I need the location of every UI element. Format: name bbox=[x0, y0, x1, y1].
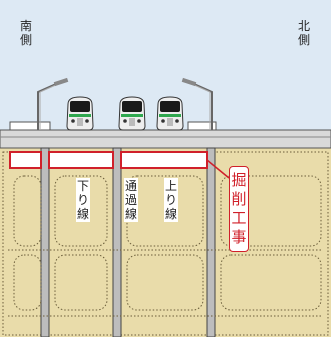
label-char: り bbox=[76, 193, 89, 207]
passing-line-label: 通 過 線 bbox=[124, 178, 138, 222]
pillar bbox=[206, 147, 216, 338]
callout-char: 事 bbox=[231, 228, 247, 246]
north-label-char: 側 bbox=[298, 33, 311, 47]
label-char: 通 bbox=[124, 179, 137, 193]
platform-lamp-icon bbox=[181, 77, 213, 130]
north-side-label: 北 側 bbox=[298, 19, 310, 47]
callout-char: 削 bbox=[231, 190, 247, 208]
label-char: り bbox=[164, 193, 177, 207]
callout-char: 掘 bbox=[231, 171, 247, 189]
platform-lamp-icon bbox=[37, 77, 69, 130]
train-icon bbox=[118, 96, 146, 131]
ground-slab bbox=[0, 129, 331, 149]
platform-left bbox=[9, 121, 51, 131]
south-side-label: 南 側 bbox=[20, 19, 32, 47]
excavation-zone bbox=[48, 151, 114, 169]
excavation-work-callout: 掘 削 工 事 bbox=[229, 166, 249, 252]
south-label-char: 南 bbox=[20, 19, 33, 33]
label-char: 下 bbox=[76, 179, 89, 193]
excavation-zone bbox=[9, 151, 42, 169]
down-line-label: 下 り 線 bbox=[76, 178, 90, 222]
up-line-label: 上 り 線 bbox=[164, 178, 178, 222]
callout-leader bbox=[206, 159, 230, 179]
pillar bbox=[40, 147, 50, 338]
north-label-char: 北 bbox=[298, 19, 311, 33]
pillar bbox=[112, 147, 122, 338]
callout-char: 工 bbox=[231, 209, 247, 227]
label-char: 上 bbox=[164, 179, 177, 193]
label-char: 線 bbox=[124, 207, 137, 221]
platform-right bbox=[187, 121, 217, 131]
south-label-char: 側 bbox=[20, 33, 33, 47]
excavation-zone bbox=[120, 151, 208, 169]
train-icon bbox=[156, 96, 184, 131]
label-char: 線 bbox=[76, 207, 89, 221]
label-char: 線 bbox=[164, 207, 177, 221]
label-char: 過 bbox=[124, 193, 137, 207]
train-icon bbox=[66, 96, 94, 131]
existing-structure-outline bbox=[8, 175, 323, 317]
